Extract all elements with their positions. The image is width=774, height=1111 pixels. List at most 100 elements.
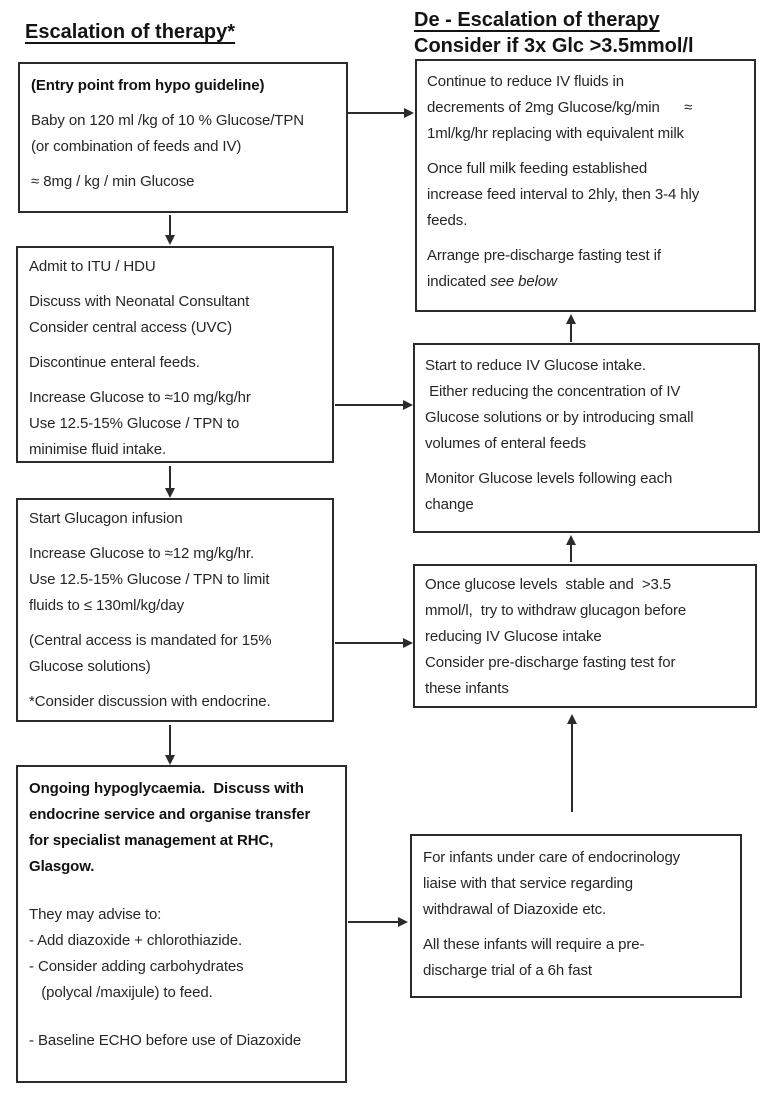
paragraph: Admit to ITU / HDU (29, 254, 321, 280)
reduce-iv-glucose-box: Start to reduce IV Glucose intake. Eithe… (413, 343, 760, 533)
paragraph: They may advise to: - Add diazoxide + chl… (29, 902, 334, 1006)
arrow-right-icon (335, 400, 413, 410)
text-line: Increase Glucose to ≈10 mg/kg/hr (29, 389, 251, 406)
paragraph: Start Glucagon infusion (29, 506, 321, 532)
paragraph: Discontinue enteral feeds. (29, 350, 321, 376)
text-line: indicated see below (427, 269, 744, 295)
text-line: Start Glucagon infusion (29, 510, 183, 527)
glucagon-infusion-box: Start Glucagon infusion Increase Glucose… (16, 498, 334, 722)
paragraph: Start to reduce IV Glucose intake. Eithe… (425, 353, 748, 457)
arrow-down-icon (165, 725, 175, 765)
arrowhead-right-icon (404, 108, 414, 118)
arrow-down-icon (165, 466, 175, 498)
text-line: Discuss with Neonatal Consultant (29, 293, 250, 310)
text-line: Monitor Glucose levels following each (425, 470, 673, 487)
text-line: Ongoing hypoglycaemia. Discuss with (29, 780, 304, 797)
text-line: decrements of 2mg Glucose/kg/min ≈ (427, 99, 693, 116)
text-line: Consider pre-discharge fasting test for (425, 654, 676, 671)
deescalation-heading-line1: De - Escalation of therapy (414, 9, 660, 31)
text-line: reducing IV Glucose intake (425, 628, 602, 645)
text-line: For infants under care of endocrinology (423, 849, 681, 866)
arrow-up-icon (566, 314, 576, 342)
text-line: - Baseline ECHO before use of Diazoxide (29, 1032, 302, 1049)
paragraph: Continue to reduce IV fluids in decrement… (427, 69, 744, 147)
text-line: increase feed interval to 2hly, then 3-4… (427, 186, 700, 203)
text-line: Once full milk feeding established (427, 160, 648, 177)
paragraph: All these infants will require a pre-dis… (423, 932, 729, 984)
paragraph: Monitor Glucose levels following each cha… (425, 466, 748, 518)
text-line: (Entry point from hypo guideline) (31, 77, 265, 94)
text-line: - Consider adding carbohydrates (29, 958, 244, 975)
text-line: minimise fluid intake. (29, 441, 167, 458)
escalation-heading: Escalation of therapy* (25, 21, 236, 43)
text-line: Continue to reduce IV fluids in (427, 73, 625, 90)
deescalation-heading: De - Escalation of therapy Consider if 3… (414, 7, 694, 59)
arrow-down-icon (165, 215, 175, 245)
paragraph: - Baseline ECHO before use of Diazoxide (29, 1028, 334, 1054)
text-line: - Add diazoxide + chlorothiazide. (29, 932, 243, 949)
text-line: discharge trial of a 6h fast (423, 962, 592, 979)
text-line: Glucose solutions or by introducing smal… (425, 409, 694, 426)
text-line: Once glucose levels stable and >3.5 (425, 576, 672, 593)
arrowhead-right-icon (403, 638, 413, 648)
arrowhead-down-icon (165, 488, 175, 498)
text-line: withdrawal of Diazoxide etc. (423, 901, 607, 918)
text-line: Arrange pre-discharge fasting test if (427, 247, 661, 264)
admit-itu-box: Admit to ITU / HDU Discuss with Neonatal… (16, 246, 334, 463)
arrow-right-icon (348, 108, 414, 118)
text-line: Glasgow. (29, 858, 95, 875)
paragraph: (Entry point from hypo guideline) (31, 73, 335, 99)
text-line: Either reducing the concentration of IV (425, 383, 681, 400)
arrowhead-right-icon (398, 917, 408, 927)
withdraw-glucagon-box: Once glucose levels stable and >3.5 mmol/… (413, 564, 757, 708)
text-line: mmol/l, try to withdraw glucagon before (425, 602, 687, 619)
text-line: *Consider discussion with endocrine. (29, 693, 271, 710)
arrow-up-icon (566, 535, 576, 562)
text-line: liaise with that service regarding (423, 875, 634, 892)
paragraph: (Central access is mandated for 15%Gluco… (29, 628, 321, 680)
text-run-italic: see below (490, 273, 557, 290)
paragraph: Baby on 120 ml /kg of 10 % Glucose/TPN (o… (31, 108, 335, 160)
arrow-up-icon (567, 714, 577, 812)
text-line: these infants (425, 680, 509, 697)
paragraph: *Consider discussion with endocrine. (29, 689, 321, 715)
text-line: (or combination of feeds and IV) (31, 138, 242, 155)
text-line: Use 12.5-15% Glucose / TPN to limit (29, 571, 270, 588)
text-line: Start to reduce IV Glucose intake. (425, 357, 646, 374)
text-line: They may advise to: (29, 906, 162, 923)
text-line: feeds. (427, 212, 468, 229)
text-line: change (425, 496, 474, 513)
text-line: volumes of enteral feeds (425, 435, 587, 452)
deescalation-heading-line2: Consider if 3x Glc >3.5mmol/l (414, 35, 694, 57)
arrowhead-up-icon (566, 535, 576, 545)
text-line: (polycal /maxijule) to feed. (29, 984, 213, 1001)
arrowhead-down-icon (165, 755, 175, 765)
text-line: fluids to ≤ 130ml/kg/day (29, 597, 185, 614)
text-line: Admit to ITU / HDU (29, 258, 156, 275)
paragraph: ≈ 8mg / kg / min Glucose (31, 169, 335, 195)
arrowhead-right-icon (403, 400, 413, 410)
text-line: Use 12.5-15% Glucose / TPN to (29, 415, 240, 432)
paragraph: Once glucose levels stable and >3.5 mmol/… (425, 572, 745, 702)
arrow-right-icon (348, 917, 408, 927)
text-line: All these infants will require a pre- (423, 936, 645, 953)
endocrinology-infants-box: For infants under care of endocrinology l… (410, 834, 742, 998)
text-line: Consider central access (UVC) (29, 319, 232, 336)
text-line: for specialist management at RHC, (29, 832, 274, 849)
arrow-right-icon (335, 638, 413, 648)
arrowhead-down-icon (165, 235, 175, 245)
text-line: 1ml/kg/hr replacing with equivalent milk (427, 125, 684, 142)
text-line: Glucose solutions) (29, 658, 151, 675)
text-line: Discontinue enteral feeds. (29, 354, 200, 371)
text-line: Increase Glucose to ≈12 mg/kg/hr. (29, 545, 255, 562)
text-line: Baby on 120 ml /kg of 10 % Glucose/TPN (31, 112, 305, 129)
entry-point-box: (Entry point from hypo guideline) Baby o… (18, 62, 348, 213)
reduce-iv-fluids-box: Continue to reduce IV fluids in decrement… (415, 59, 756, 312)
paragraph: For infants under care of endocrinology l… (423, 845, 729, 923)
text-run: indicated (427, 273, 491, 290)
paragraph: Once full milk feeding established increa… (427, 156, 744, 234)
